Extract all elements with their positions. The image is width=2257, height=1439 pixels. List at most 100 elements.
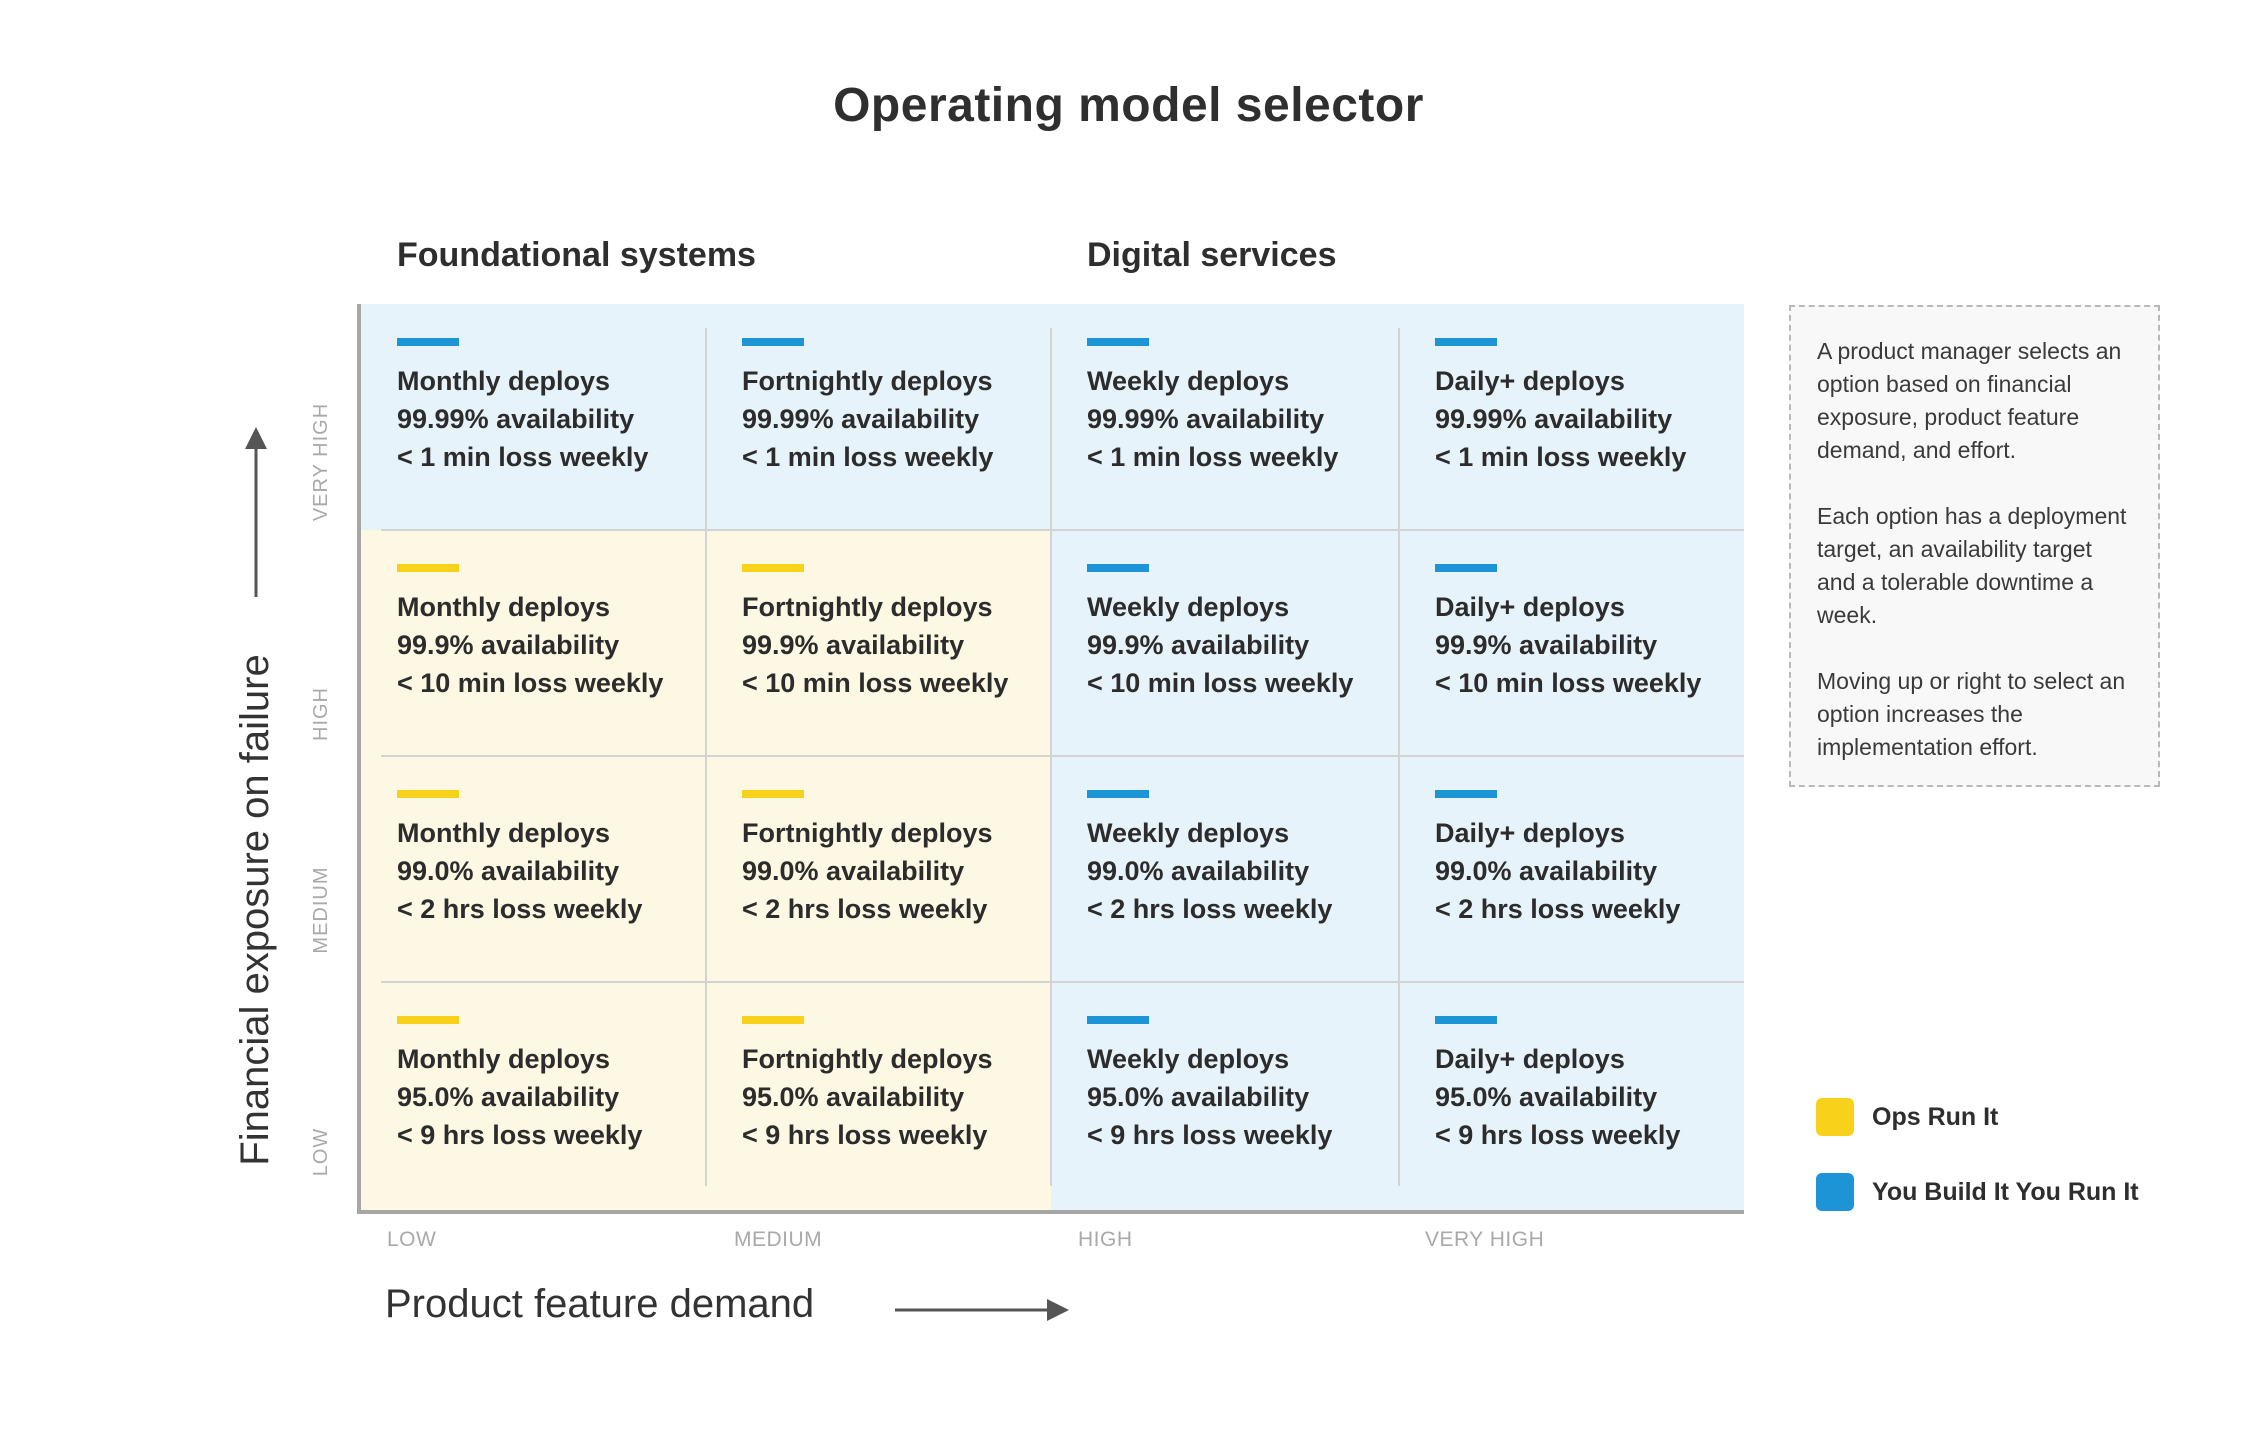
option-text: Weekly deploys 95.0% availability < 9 hrs … <box>1087 1040 1332 1154</box>
you-build-it-marker <box>1087 790 1149 798</box>
deploy-frequency: Weekly deploys <box>1087 818 1290 848</box>
grid-divider <box>1050 328 1052 1186</box>
x-axis-arrow-icon <box>895 1299 1069 1321</box>
weekly-loss: < 1 min loss weekly <box>742 442 994 472</box>
legend-label: Ops Run It <box>1872 1102 1999 1131</box>
you-build-it-marker <box>742 338 804 346</box>
note-paragraph: Each option has a deployment target, an … <box>1817 503 2127 628</box>
you-build-it-marker <box>1435 564 1497 572</box>
deploy-frequency: Monthly deploys <box>397 1044 611 1074</box>
availability-target: 95.0% availability <box>1435 1082 1658 1112</box>
deploy-frequency: Daily+ deploys <box>1435 592 1625 622</box>
deploy-frequency: Fortnightly deploys <box>742 592 993 622</box>
availability-target: 99.9% availability <box>397 630 620 660</box>
x-axis-title: Product feature demand <box>385 1282 815 1326</box>
option-cell-low-very-high[interactable]: Daily+ deploys 95.0% availability < 9 hrs … <box>1399 982 1744 1210</box>
availability-target: 99.99% availability <box>742 404 980 434</box>
deploy-frequency: Daily+ deploys <box>1435 818 1625 848</box>
option-cell-low-medium[interactable]: Fortnightly deploys 95.0% availability < 9… <box>706 982 1051 1210</box>
you-build-it-marker <box>1435 338 1497 346</box>
option-text: Monthly deploys 95.0% availability < 9 hrs… <box>397 1040 642 1154</box>
option-cell-low-low[interactable]: Monthly deploys 95.0% availability < 9 hrs… <box>361 982 706 1210</box>
deploy-frequency: Fortnightly deploys <box>742 818 993 848</box>
availability-target: 95.0% availability <box>1087 1082 1310 1112</box>
legend-swatch-blue <box>1816 1173 1854 1211</box>
explanation-note: A product manager selects an option base… <box>1789 305 2160 787</box>
deploy-frequency: Fortnightly deploys <box>742 366 993 396</box>
grid-divider <box>1398 328 1400 1186</box>
weekly-loss: < 9 hrs loss weekly <box>1435 1120 1681 1150</box>
y-level-high: HIGH <box>310 687 332 741</box>
availability-target: 99.0% availability <box>1087 856 1310 886</box>
weekly-loss: < 2 hrs loss weekly <box>1087 894 1333 924</box>
ops-run-it-marker <box>742 790 804 798</box>
weekly-loss: < 9 hrs loss weekly <box>742 1120 988 1150</box>
you-build-it-marker <box>1087 564 1149 572</box>
x-level-medium: MEDIUM <box>734 1228 823 1251</box>
you-build-it-marker <box>1435 1016 1497 1024</box>
x-level-high: HIGH <box>1078 1228 1133 1251</box>
availability-target: 99.0% availability <box>397 856 620 886</box>
weekly-loss: < 9 hrs loss weekly <box>1087 1120 1333 1150</box>
you-build-it-marker <box>1087 1016 1149 1024</box>
deploy-frequency: Weekly deploys <box>1087 1044 1290 1074</box>
deploy-frequency: Daily+ deploys <box>1435 1044 1625 1074</box>
weekly-loss: < 1 min loss weekly <box>397 442 649 472</box>
ops-run-it-marker <box>397 1016 459 1024</box>
weekly-loss: < 2 hrs loss weekly <box>742 894 988 924</box>
option-cell-medium-high[interactable]: Weekly deploys 99.0% availability < 2 hrs … <box>1051 756 1399 982</box>
option-text: Fortnightly deploys 99.99% availability < … <box>742 362 993 476</box>
option-cell-very-high-high[interactable]: Weekly deploys 99.99% availability < 1 min… <box>1051 304 1399 530</box>
legend-item-ops-run-it: Ops Run It <box>1816 1098 1998 1136</box>
y-level-medium: MEDIUM <box>310 866 332 954</box>
note-paragraph: Moving up or right to select an option i… <box>1817 668 2126 760</box>
note-paragraph: A product manager selects an option base… <box>1817 338 2122 463</box>
deploy-frequency: Daily+ deploys <box>1435 366 1625 396</box>
option-text: Weekly deploys 99.0% availability < 2 hrs … <box>1087 814 1332 928</box>
ops-run-it-marker <box>742 1016 804 1024</box>
availability-target: 99.9% availability <box>742 630 965 660</box>
legend-label: You Build It You Run It <box>1872 1177 2139 1206</box>
grid-divider <box>381 755 1744 757</box>
grid-divider <box>381 981 1744 983</box>
availability-target: 95.0% availability <box>742 1082 965 1112</box>
x-level-low: LOW <box>387 1228 437 1251</box>
page-title: Operating model selector <box>833 79 1424 132</box>
you-build-it-marker <box>1087 338 1149 346</box>
weekly-loss: < 10 min loss weekly <box>1435 668 1702 698</box>
availability-target: 99.99% availability <box>1087 404 1325 434</box>
weekly-loss: < 1 min loss weekly <box>1435 442 1687 472</box>
availability-target: 95.0% availability <box>397 1082 620 1112</box>
availability-target: 99.9% availability <box>1435 630 1658 660</box>
weekly-loss: < 1 min loss weekly <box>1087 442 1339 472</box>
availability-target: 99.99% availability <box>397 404 635 434</box>
x-level-very-high: VERY HIGH <box>1425 1228 1545 1251</box>
deploy-frequency: Weekly deploys <box>1087 366 1290 396</box>
grid-divider <box>381 529 1744 531</box>
option-text: Daily+ deploys 99.9% availability < 10 min… <box>1435 588 1701 702</box>
option-cell-very-high-medium[interactable]: Fortnightly deploys 99.99% availability < … <box>706 304 1051 530</box>
availability-target: 99.0% availability <box>1435 856 1658 886</box>
deploy-frequency: Fortnightly deploys <box>742 1044 993 1074</box>
option-cell-high-very-high[interactable]: Daily+ deploys 99.9% availability < 10 min… <box>1399 530 1744 756</box>
weekly-loss: < 2 hrs loss weekly <box>397 894 643 924</box>
weekly-loss: < 9 hrs loss weekly <box>397 1120 643 1150</box>
option-cell-low-high[interactable]: Weekly deploys 95.0% availability < 9 hrs … <box>1051 982 1399 1210</box>
legend-swatch-yellow <box>1816 1098 1854 1136</box>
ops-run-it-marker <box>742 564 804 572</box>
